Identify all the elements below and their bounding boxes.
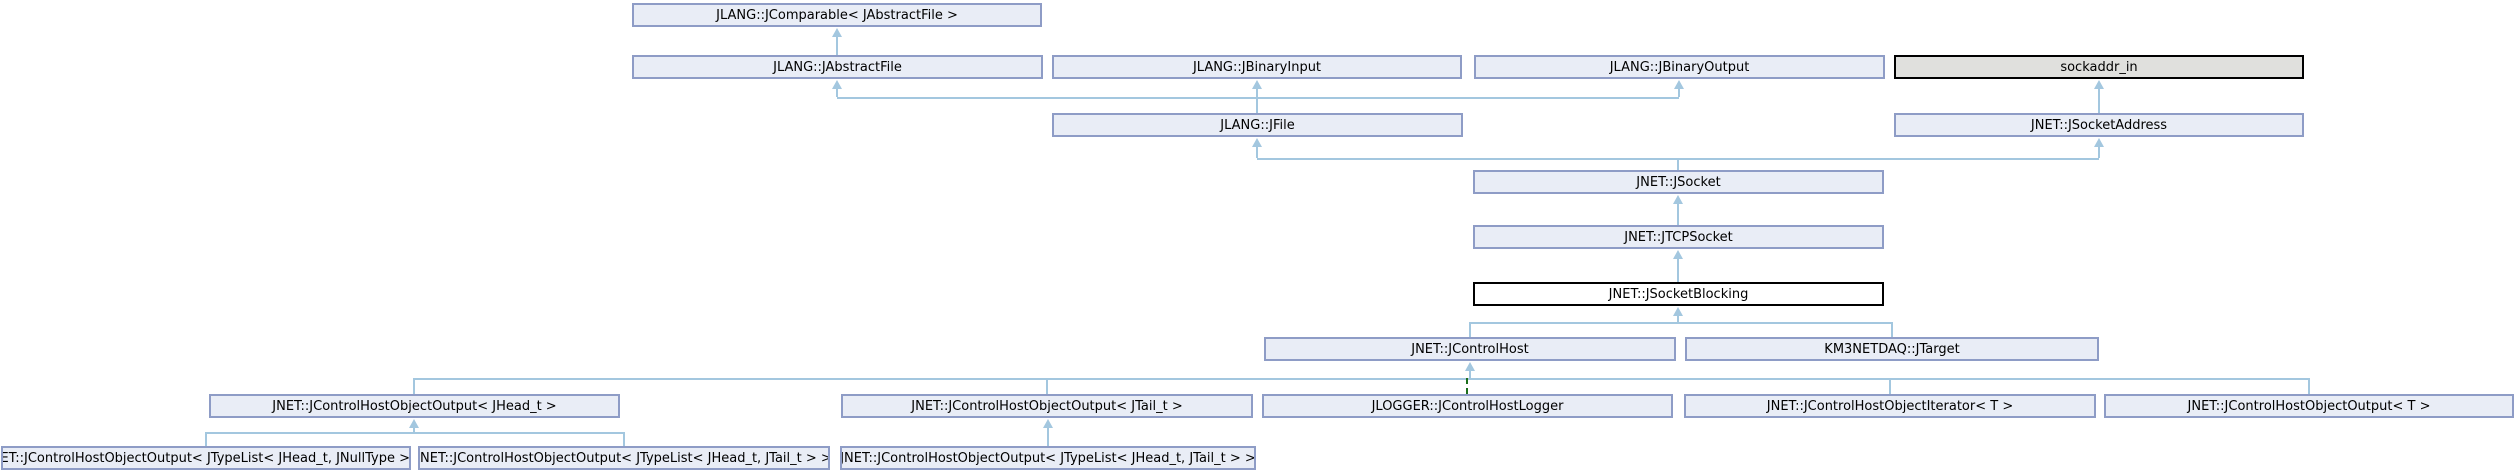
edge-line [206,432,624,434]
class-node-sockaddr-in: sockaddr_in [1894,55,2304,79]
class-node-jnet-jsocket[interactable]: JNET::JSocket [1473,170,1884,194]
edge-line [1256,88,1258,97]
edge-line [2308,378,2310,394]
class-node-objectoutput-jtail[interactable]: JNET::JControlHostObjectOutput< JTail_t … [841,394,1253,418]
class-node-objectoutput-typelist-null[interactable]: JNET::JControlHostObjectOutput< JTypeLis… [1,446,411,470]
edge-arrowhead-icon [1673,195,1683,204]
edge-line [413,378,415,394]
edge-line [837,97,1679,99]
class-node-objectoutput-typelist-tail-2[interactable]: JNET::JControlHostObjectOutput< JTypeLis… [840,446,1256,470]
edge-arrowhead-icon [409,419,419,428]
edge-line [414,378,2309,380]
class-node-jnet-jsocketaddress[interactable]: JNET::JSocketAddress [1894,113,2304,137]
edge-line [1470,322,1892,324]
edge-line [2098,88,2100,113]
edge-line [1046,378,1048,394]
class-node-jlang-jbinaryoutput[interactable]: JLANG::JBinaryOutput [1474,55,1885,79]
edge-arrowhead-icon [1674,80,1684,89]
edge-arrowhead-icon [1465,362,1475,371]
edge-line [1047,427,1049,446]
protected-edge-line [1466,378,1468,394]
class-node-objectoutput-t[interactable]: JNET::JControlHostObjectOutput< T > [2104,394,2514,418]
edge-line [1889,378,1891,394]
edge-arrowhead-icon [1252,80,1262,89]
class-node-objectiterator-t[interactable]: JNET::JControlHostObjectIterator< T > [1684,394,2096,418]
edge-line [1469,322,1471,337]
edge-arrowhead-icon [1252,138,1262,147]
edge-line [205,432,207,446]
edge-arrowhead-icon [2094,138,2104,147]
edge-line [1677,315,1679,322]
edge-line [1677,158,1679,170]
edge-line [1256,97,1258,113]
edge-line [836,36,838,55]
class-node-km3netdaq-jtarget[interactable]: KM3NETDAQ::JTarget [1685,337,2099,361]
edge-line [1677,258,1679,282]
edge-line [413,427,415,432]
edge-line [623,432,625,446]
class-node-objectoutput-jhead[interactable]: JNET::JControlHostObjectOutput< JHead_t … [209,394,620,418]
class-node-jnet-jtcpsocket[interactable]: JNET::JTCPSocket [1473,225,1884,249]
class-node-jlang-jfile[interactable]: JLANG::JFile [1052,113,1463,137]
edge-line [1469,370,1471,378]
edge-arrowhead-icon [2094,80,2104,89]
edge-line [1891,322,1893,337]
class-node-jlang-jbinaryinput[interactable]: JLANG::JBinaryInput [1052,55,1462,79]
class-node-jlang-jabstractfile[interactable]: JLANG::JAbstractFile [632,55,1043,79]
class-node-jnet-jsocketblocking: JNET::JSocketBlocking [1473,282,1884,306]
edge-line [1256,146,1258,158]
edge-line [2098,146,2100,158]
edge-line [1678,88,1680,97]
edge-line [1677,203,1679,225]
edge-line [836,88,838,97]
class-node-jlang-jcomparable[interactable]: JLANG::JComparable< JAbstractFile > [632,3,1042,27]
edge-arrowhead-icon [832,80,842,89]
class-node-objectoutput-typelist-tail-1[interactable]: JNET::JControlHostObjectOutput< JTypeLis… [418,446,830,470]
edge-arrowhead-icon [832,28,842,37]
class-node-jnet-jcontrolhost[interactable]: JNET::JControlHost [1264,337,1676,361]
class-node-jlogger-jcontrolhostlogger[interactable]: JLOGGER::JControlHostLogger [1262,394,1673,418]
edge-arrowhead-icon [1673,250,1683,259]
edge-arrowhead-icon [1043,419,1053,428]
edge-arrowhead-icon [1673,307,1683,316]
